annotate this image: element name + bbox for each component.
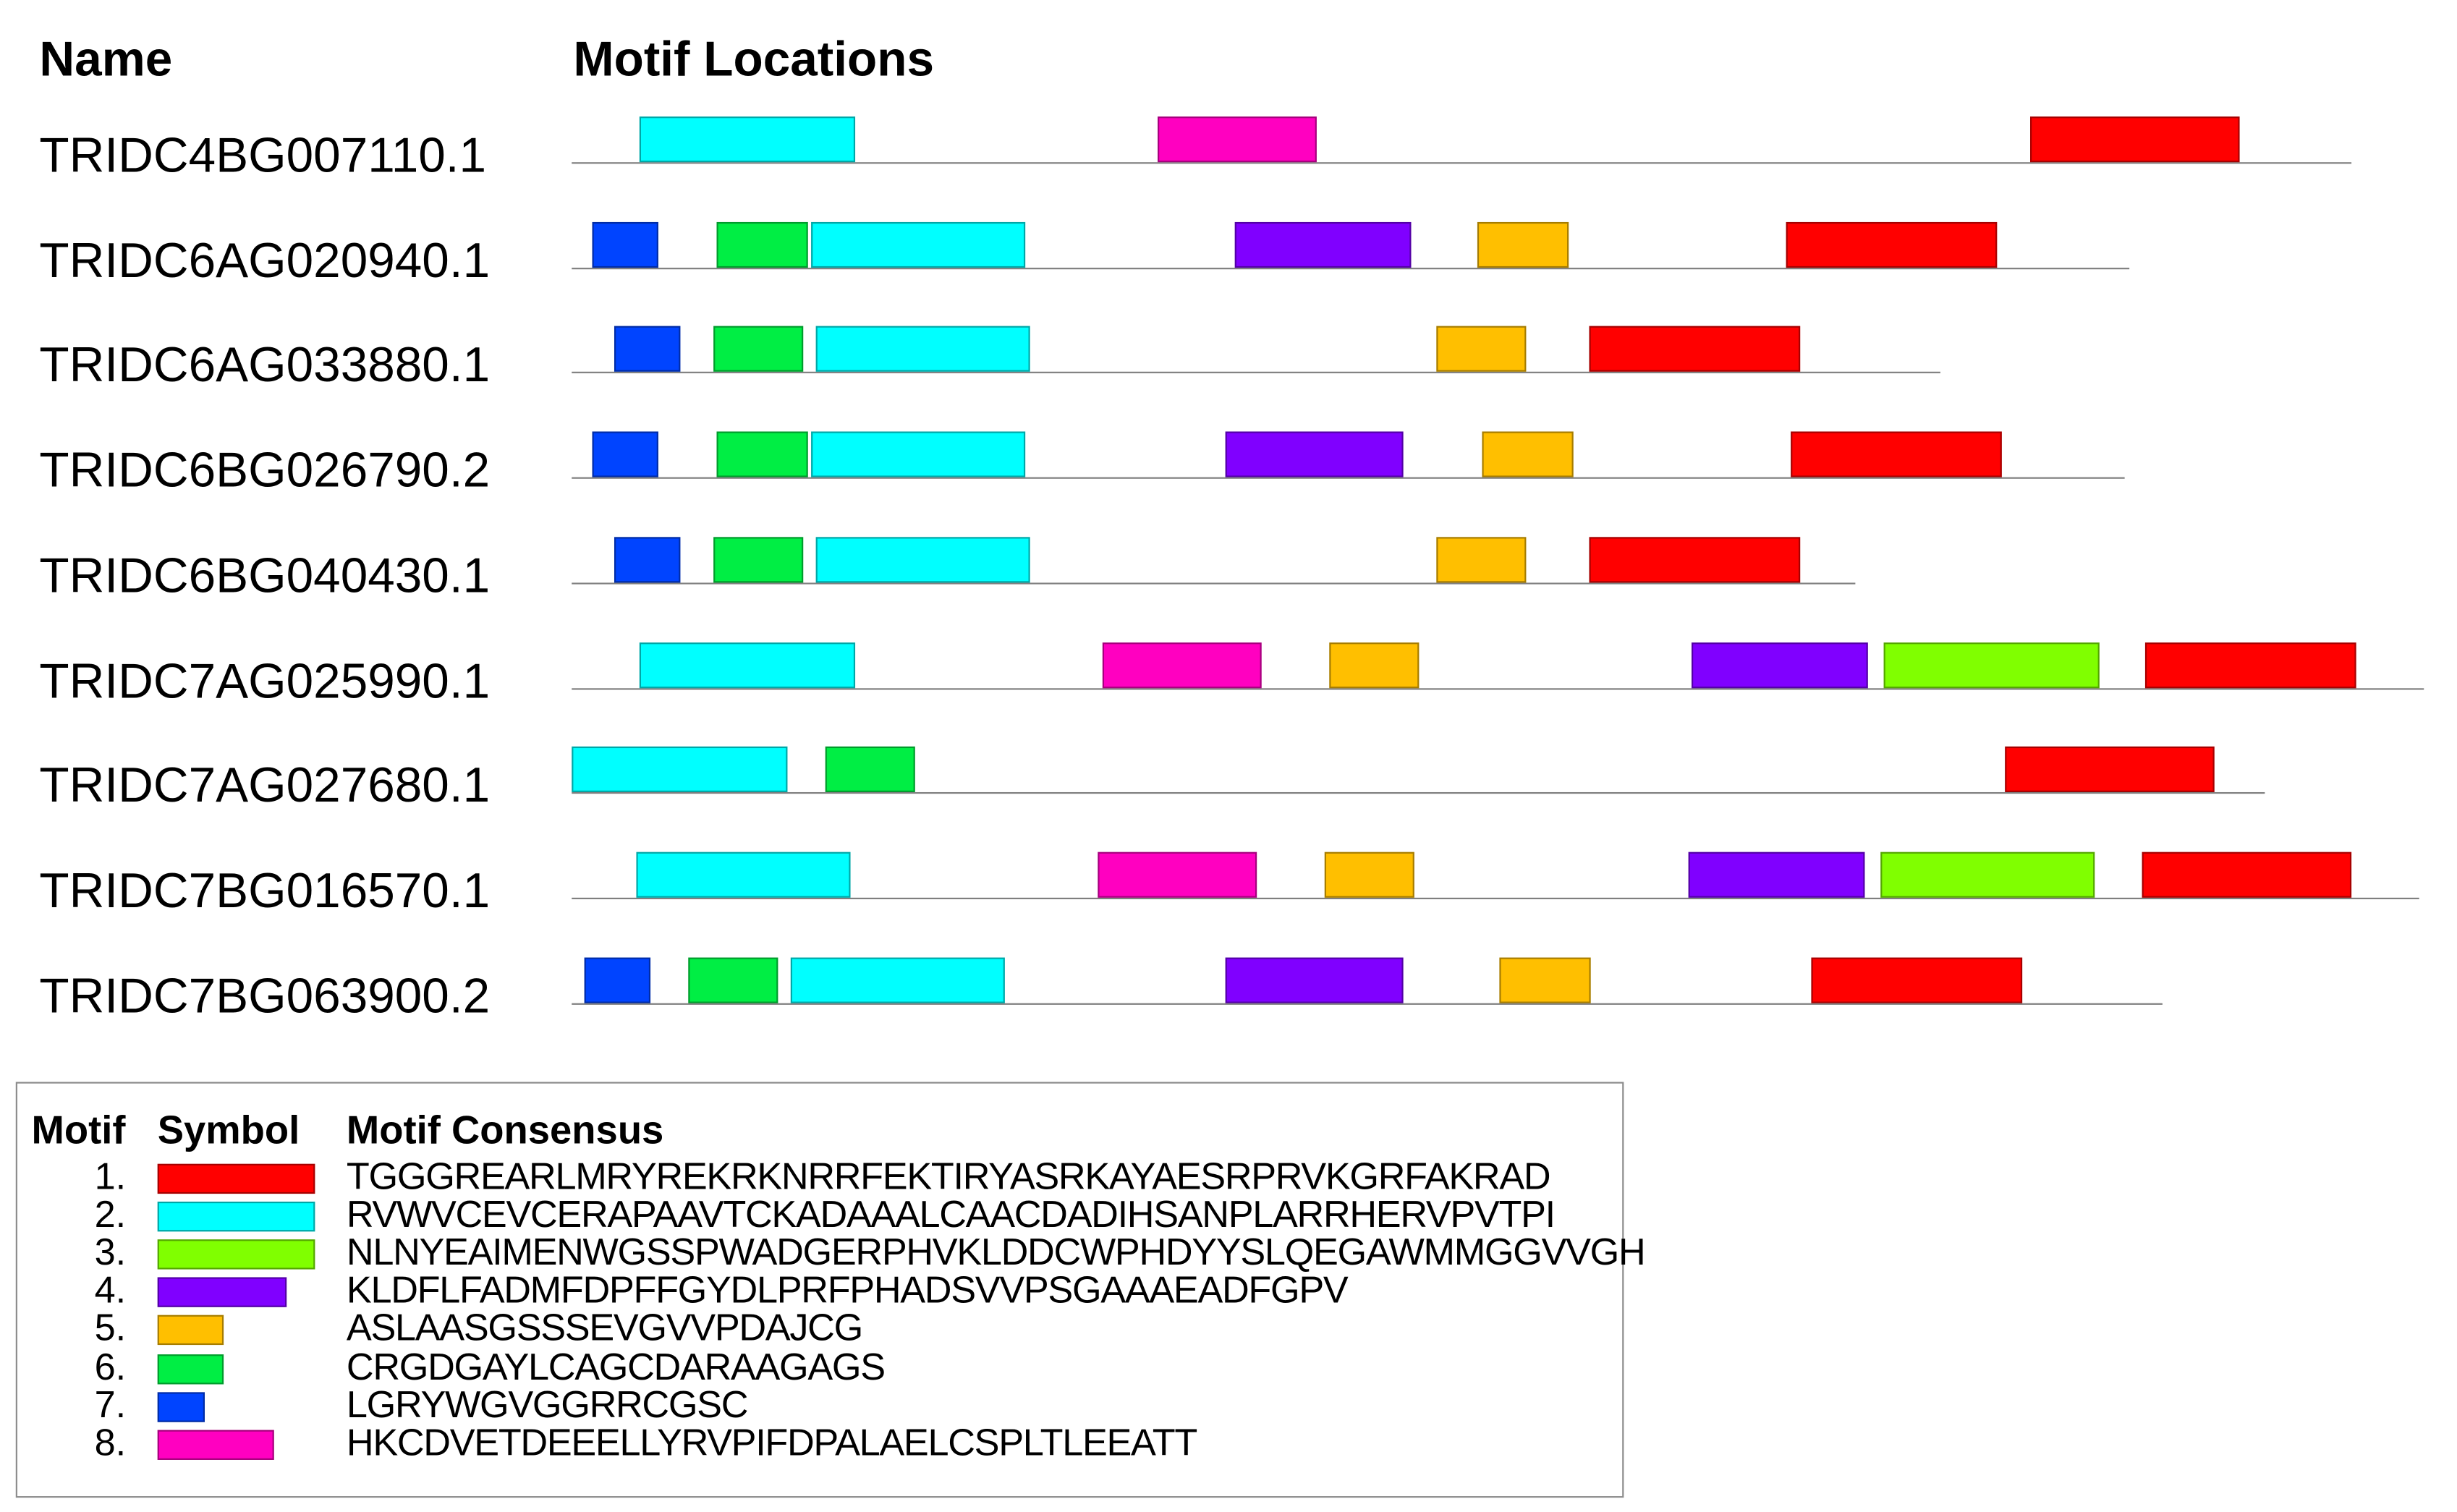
gene-sequence-line: [572, 582, 1856, 585]
gene-sequence-line: [572, 371, 1940, 373]
legend-motif-7-symbol: [157, 1392, 205, 1422]
motif-8-box: [1102, 642, 1262, 689]
motif-4-box: [1225, 957, 1404, 1003]
gene-sequence-line: [572, 688, 2424, 690]
legend-motif-number: 6.: [94, 1346, 127, 1390]
legend-motif-number: 3.: [94, 1231, 127, 1275]
gene-name: TRIDC4BG007110.1: [39, 127, 487, 183]
gene-sequence-line: [572, 268, 2130, 270]
motif-1-box: [2005, 746, 2215, 792]
motif-2-box: [636, 851, 851, 898]
motif-1-box: [2142, 851, 2352, 898]
legend-consensus-header: Motif Consensus: [346, 1108, 664, 1153]
motif-5-box: [1482, 431, 1574, 477]
legend-motif-consensus: NLNYEAIMENWGSSPWADGERPHVKLDDCWPHDYYSLQEG…: [346, 1231, 1646, 1275]
motif-2-box: [639, 116, 856, 163]
legend-motif-consensus: RVWVCEVCERAPAAVTCKADAAALCAACDADIHSANPLAR…: [346, 1194, 1556, 1236]
motif-1-box: [1791, 431, 2002, 477]
legend-motif-consensus: HKCDVETDEEELLYRVPIFDPALAELCSPLTLEEATT: [346, 1422, 1197, 1465]
motif-4-box: [1688, 851, 1865, 898]
motif-1-box: [1786, 221, 1998, 268]
motif-2-box: [815, 326, 1030, 372]
gene-name: TRIDC6AG033880.1: [39, 336, 491, 393]
motif-5-box: [1436, 537, 1527, 583]
gene-name: TRIDC6BG026790.2: [39, 442, 491, 498]
legend-motif-8-symbol: [157, 1430, 274, 1460]
motif-2-box: [790, 957, 1005, 1003]
legend-motif-consensus: ASLAASGSSSEVGVVPDAJCG: [346, 1307, 863, 1350]
motif-1-box: [2144, 642, 2356, 689]
gene-name: TRIDC7AG027680.1: [39, 757, 491, 813]
motif-6-box: [688, 957, 778, 1003]
motif-2-box: [811, 221, 1026, 268]
motif-3-box: [1880, 851, 2095, 898]
motif-3-box: [1883, 642, 2100, 689]
motif-4-box: [1225, 431, 1404, 477]
motif-6-box: [713, 537, 804, 583]
gene-sequence-line: [572, 897, 2419, 900]
motif-4-box: [1691, 642, 1868, 689]
gene-sequence-line: [572, 477, 2125, 479]
legend-motif-consensus: LGRYWGVGGRRCGSC: [346, 1384, 749, 1427]
legend-motif-consensus: CRGDGAYLCAGCDARAAGAGS: [346, 1346, 886, 1390]
motif-8-box: [1098, 851, 1257, 898]
motif-8-box: [1158, 116, 1317, 163]
legend-symbol-header: Symbol: [157, 1108, 300, 1153]
name-column-header: Name: [39, 31, 173, 87]
legend-motif-number: 7.: [94, 1384, 127, 1427]
motif-6-box: [713, 326, 804, 372]
motif-5-box: [1324, 851, 1414, 898]
motif-7-box: [614, 326, 681, 372]
motif-5-box: [1499, 957, 1591, 1003]
legend-motif-1-symbol: [157, 1163, 315, 1194]
motif-6-box: [716, 221, 808, 268]
legend-motif-6-symbol: [157, 1354, 224, 1385]
motif-2-box: [815, 537, 1030, 583]
legend-motif-number: 1.: [94, 1155, 127, 1199]
legend-motif-number: 8.: [94, 1422, 127, 1465]
legend-motif-consensus: TGGGREARLMRYREKRKNRRFEKTIRYASRKAYAESRPRV…: [346, 1155, 1551, 1199]
gene-sequence-line: [572, 1003, 2163, 1005]
motif-2-box: [572, 746, 788, 792]
motif-7-box: [584, 957, 651, 1003]
gene-sequence-line: [572, 162, 2352, 164]
gene-name: TRIDC6BG040430.1: [39, 548, 491, 603]
motif-1-box: [1589, 537, 1801, 583]
motif-1-box: [1589, 326, 1801, 372]
gene-name: TRIDC7AG025990.1: [39, 653, 491, 709]
legend-motif-number: 5.: [94, 1307, 127, 1350]
gene-name: TRIDC6AG020940.1: [39, 233, 491, 289]
motif-5-box: [1477, 221, 1569, 268]
gene-name: TRIDC7BG016570.1: [39, 862, 491, 919]
legend-motif-3-symbol: [157, 1239, 315, 1270]
motif-5-box: [1436, 326, 1527, 372]
motif-6-box: [825, 746, 915, 792]
motif-7-box: [592, 221, 658, 268]
motif-5-box: [1329, 642, 1420, 689]
motif-6-box: [716, 431, 808, 477]
motif-2-box: [639, 642, 856, 689]
motif-7-box: [592, 431, 658, 477]
legend-motif-number: 4.: [94, 1269, 127, 1312]
motif-7-box: [614, 537, 681, 583]
legend-motif-consensus: KLDFLFADMFDPFFGYDLPRFPHADSVVPSGAAAEADFGP…: [346, 1269, 1349, 1312]
motif-1-box: [1811, 957, 2023, 1003]
gene-sequence-line: [572, 791, 2265, 794]
legend-motif-header: Motif: [31, 1108, 126, 1153]
motif-legend-box: [15, 1082, 1624, 1498]
legend-motif-4-symbol: [157, 1277, 287, 1307]
legend-motif-2-symbol: [157, 1201, 315, 1232]
legend-motif-5-symbol: [157, 1314, 224, 1346]
legend-motif-number: 2.: [94, 1194, 127, 1236]
motif-1-box: [2030, 116, 2240, 163]
motif-2-box: [811, 431, 1026, 477]
gene-name: TRIDC7BG063900.2: [39, 968, 491, 1024]
motif-4-box: [1234, 221, 1412, 268]
motif-locations-header: Motif Locations: [573, 31, 935, 87]
